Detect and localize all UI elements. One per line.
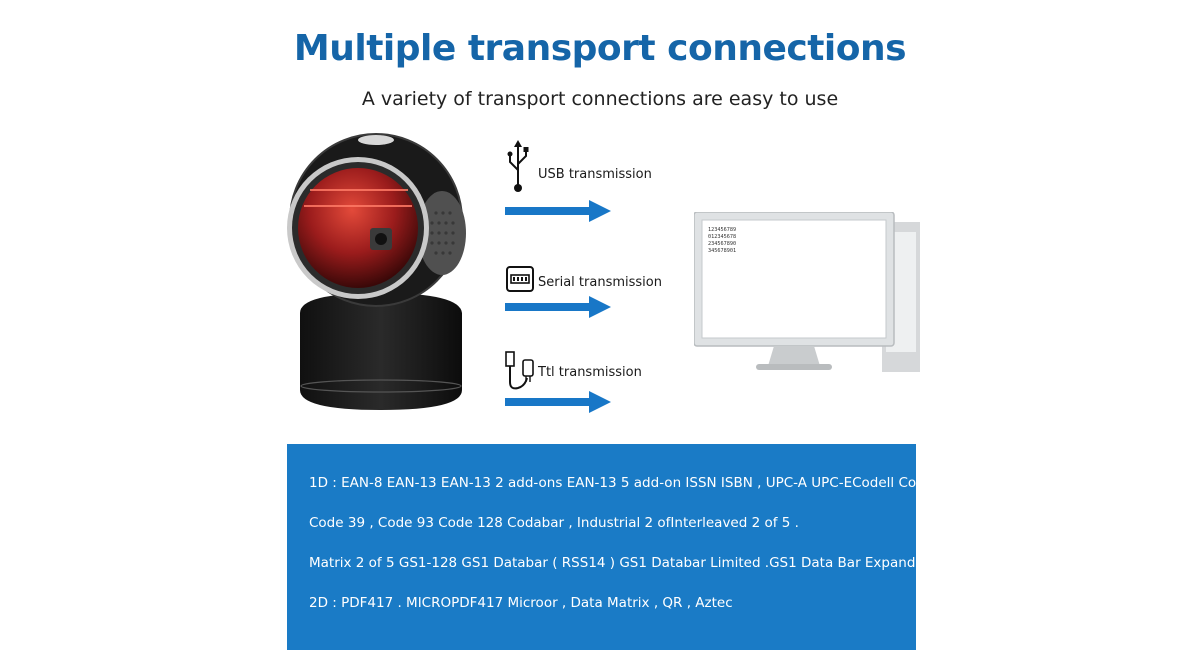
page-subtitle: A variety of transport connections are e…: [361, 88, 839, 110]
connection-label: USB transmission: [538, 167, 652, 182]
arrow-right-icon: [505, 200, 611, 222]
connection-label: Serial transmission: [538, 275, 662, 290]
serial-port-icon: [506, 266, 534, 292]
screen-line: 234567890: [708, 241, 736, 247]
screen-line: 345678901: [708, 248, 736, 254]
ttl-cable-icon: [505, 351, 534, 390]
computer-monitor-image: 123456789 012345678 234567890 345678901: [694, 212, 920, 372]
codes-line: Matrix 2 of 5 GS1-128 GS1 Databar ( RSS1…: [309, 555, 933, 571]
codes-line-1d: 1D : EAN-8 EAN-13 EAN-13 2 add-ons EAN-1…: [309, 475, 964, 491]
arrow-right-icon: [505, 296, 611, 318]
usb-icon: [507, 140, 529, 192]
supported-codes-banner: 1D : EAN-8 EAN-13 EAN-13 2 add-ons EAN-1…: [287, 444, 964, 650]
arrow-right-icon: [505, 391, 611, 413]
codes-line-2d: 2D : PDF417 . MICROPDF417 Microor , Data…: [309, 595, 733, 611]
barcode-scanner-image: [287, 133, 466, 410]
connection-usb: USB transmission: [505, 140, 685, 222]
connection-label: Ttl transmission: [538, 365, 642, 380]
connection-ttl: Ttl transmission: [505, 348, 685, 418]
connection-serial: Serial transmission: [505, 263, 685, 333]
screen-line: 123456789: [708, 227, 736, 233]
screen-line: 012345678: [708, 234, 736, 240]
page-title: Multiple transport connections: [293, 28, 907, 69]
codes-line: Code 39 , Code 93 Code 128 Codabar , Ind…: [309, 515, 799, 531]
